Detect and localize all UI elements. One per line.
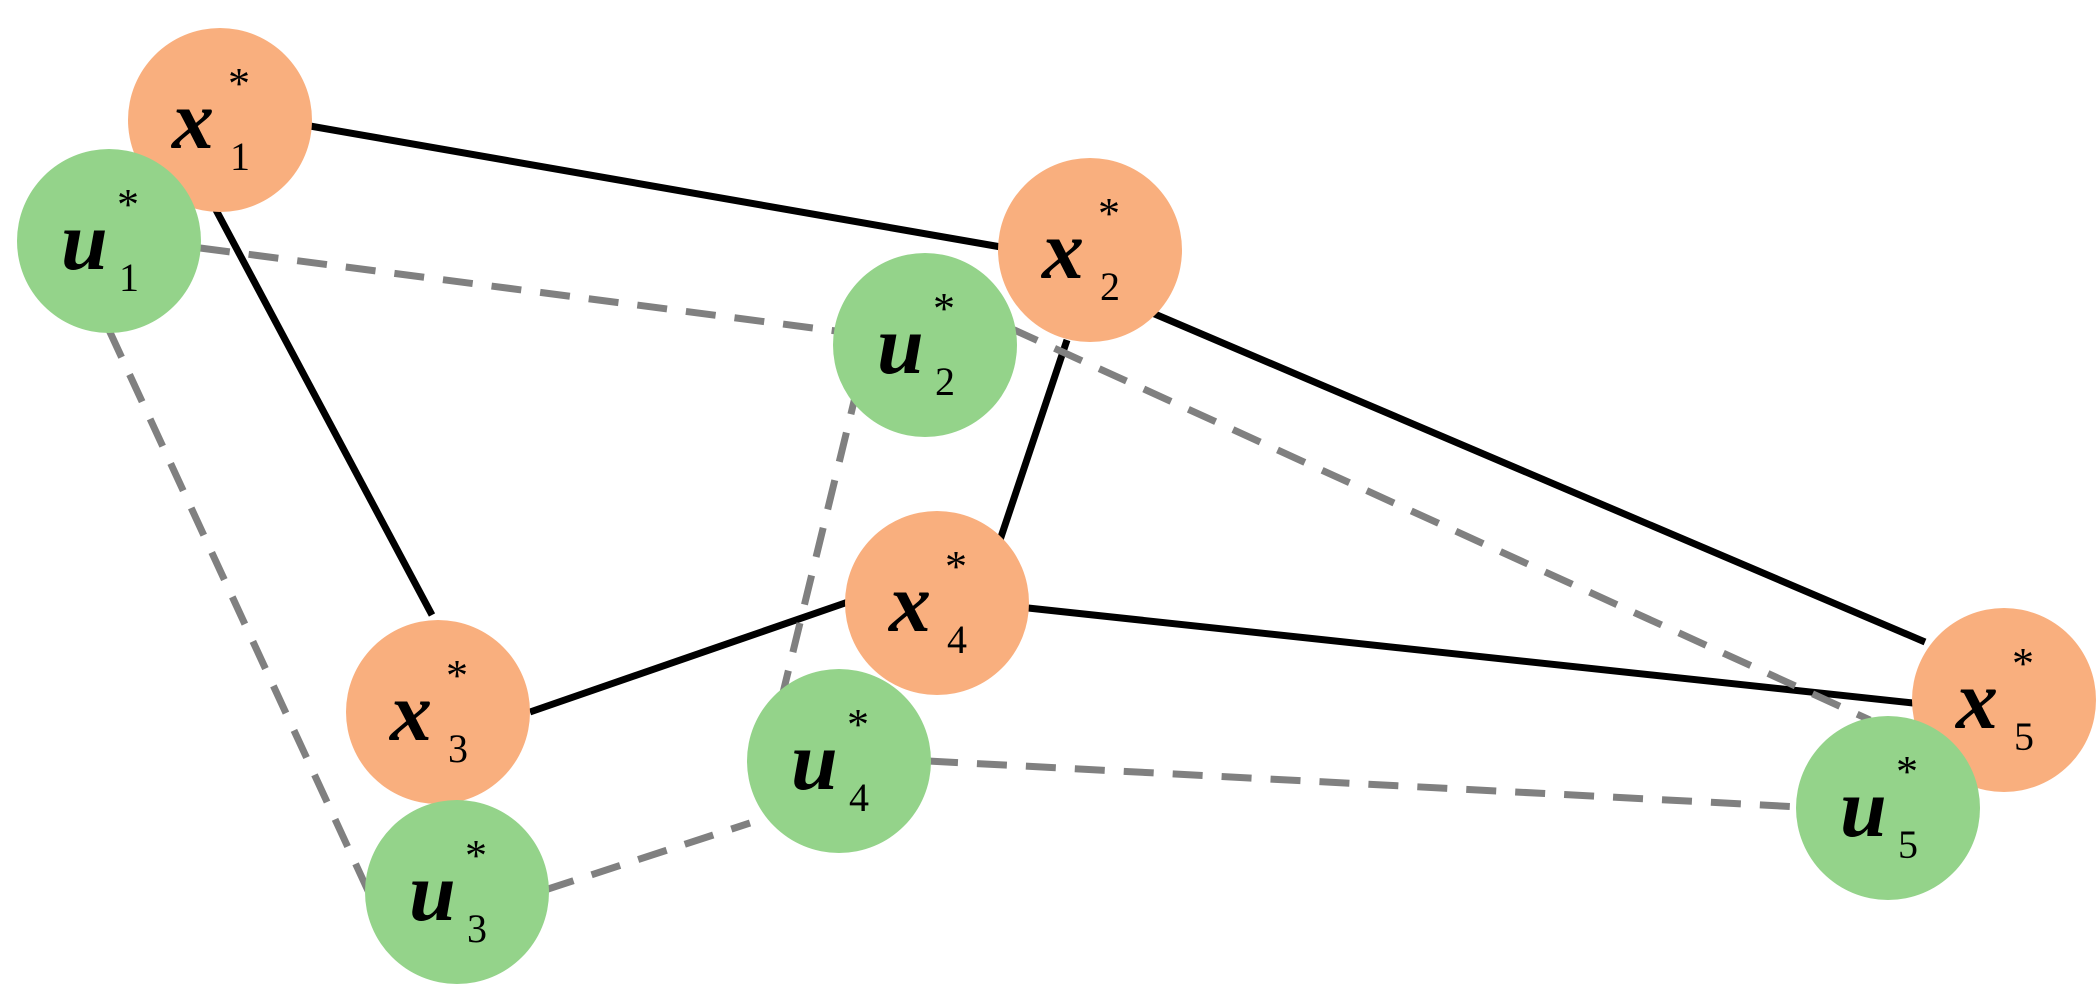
node-u5-symbol: u (1840, 762, 1887, 855)
node-x5: x * 5 (1912, 608, 2096, 792)
edge-solid-x2-x5 (1148, 308, 1927, 646)
node-x3-subscript: 3 (448, 726, 468, 771)
edge-dashed-u1-u2 (199, 244, 837, 335)
node-x3-symbol: x (388, 666, 432, 759)
node-x2-symbol: x (1040, 204, 1084, 297)
node-u1-symbol: u (61, 195, 108, 288)
node-x5-circle (1912, 608, 2096, 792)
node-x3-superscript: * (446, 651, 468, 700)
node-u3-circle (365, 800, 549, 984)
node-u4: u* 4 (747, 669, 931, 853)
node-u3-subscript: 3 (467, 906, 487, 951)
node-u4-symbol: u (791, 715, 838, 808)
edge-dashed-u2-u5 (1008, 324, 1872, 724)
node-x4: x * 4 (845, 511, 1029, 695)
node-x4-superscript: * (945, 542, 967, 591)
node-x1-symbol: x (170, 74, 214, 167)
node-u5-superscript: * (1896, 747, 1918, 796)
edge-dashed-u4-u5 (927, 757, 1801, 811)
node-x4-symbol: x (887, 557, 931, 650)
node-x3-circle (346, 620, 530, 804)
edge-solid-x1-x3 (212, 208, 436, 617)
node-x1-subscript: 1 (230, 134, 250, 179)
edge-dashed-u1-u3 (105, 328, 374, 897)
node-x2-circle (998, 158, 1182, 342)
node-u2-subscript: 2 (935, 359, 955, 404)
node-x1-circle (128, 28, 312, 212)
node-x1-superscript: * (228, 59, 250, 108)
node-u2-symbol: u (877, 299, 924, 392)
node-u5-circle (1796, 716, 1980, 900)
node-u2-circle (833, 253, 1017, 437)
node-x5-superscript: * (2012, 639, 2034, 688)
node-u1-subscript: 1 (119, 255, 139, 300)
node-u4-subscript: 4 (849, 775, 869, 820)
node-u2: u* 2 (833, 253, 1017, 437)
node-x2: x * 2 (998, 158, 1182, 342)
node-x2-subscript: 2 (1100, 264, 1120, 309)
edge-solid-x2-x4 (996, 338, 1071, 542)
node-x2-superscript: * (1098, 189, 1120, 238)
edge-solid-x3-x4 (528, 598, 850, 716)
edge-solid-x4-x5 (1027, 604, 1914, 707)
node-u4-circle (747, 669, 931, 853)
node-x4-circle (845, 511, 1029, 695)
edge-dashed-u2-u4 (776, 384, 862, 706)
node-u5-subscript: 5 (1898, 822, 1918, 867)
node-x5-subscript: 5 (2014, 714, 2034, 759)
edges-layer (105, 122, 1927, 897)
node-u1-circle (17, 149, 201, 333)
edge-solid-x1-x2 (309, 122, 1002, 251)
edge-dashed-u3-u4 (543, 819, 752, 894)
node-u5: u* 5 (1796, 716, 1980, 900)
node-x3: x * 3 (346, 620, 530, 804)
node-x5-symbol: x (1954, 654, 1998, 747)
node-u3-superscript: * (465, 831, 487, 880)
node-u1: u* 1 (17, 149, 201, 333)
node-u2-superscript: * (933, 284, 955, 333)
node-x4-subscript: 4 (947, 617, 967, 662)
node-x1: x * 1 (128, 28, 312, 212)
node-u3-symbol: u (409, 846, 456, 939)
node-u4-superscript: * (847, 700, 869, 749)
node-u3: u* 3 (365, 800, 549, 984)
node-u1-superscript: * (117, 180, 139, 229)
